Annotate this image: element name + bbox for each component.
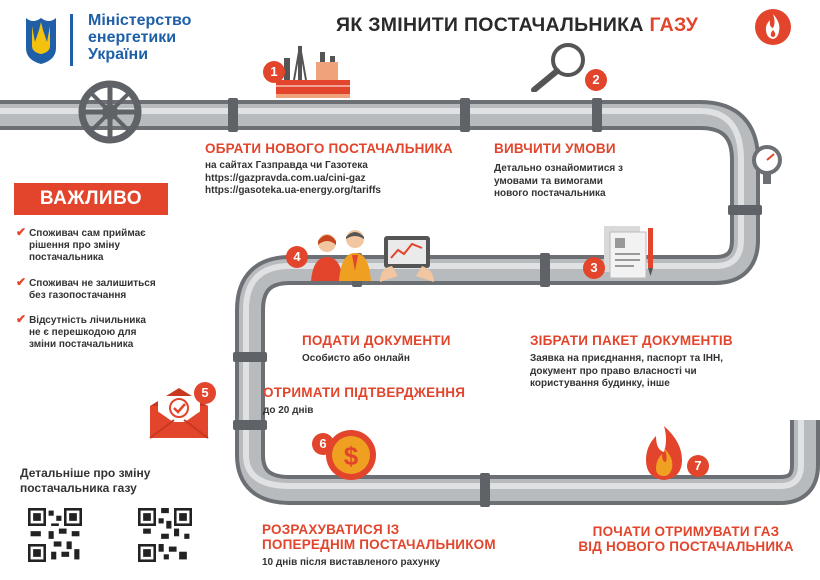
step-4-body: Особисто або онлайн — [302, 353, 410, 364]
step-6-number: 6 — [312, 433, 334, 455]
qr-code-icon[interactable] — [138, 508, 192, 562]
step-6-title-line-1: РОЗРАХУВАТИСЯ ІЗ — [262, 522, 400, 537]
ministry-name: Міністерство енергетики України — [88, 12, 191, 63]
flame-icon — [755, 9, 791, 45]
step-4-title: ПОДАТИ ДОКУМЕНТИ — [302, 333, 451, 348]
step-4-number: 4 — [286, 246, 308, 268]
step-3-line-1: Заявка на приєднання, паспорт та ІНН, — [530, 353, 723, 364]
step-3-title: ЗІБРАТИ ПАКЕТ ДОКУМЕНТІВ — [530, 333, 733, 348]
step-5-number: 5 — [194, 382, 216, 404]
qr-code-icon[interactable] — [28, 508, 82, 562]
step-2-number: 2 — [585, 69, 607, 91]
dollar-coin-icon: $ — [326, 430, 376, 480]
step-1-link-gasoteka[interactable]: https://gasoteka.ua-energy.org/tariffs — [205, 185, 381, 196]
step-2-line-1: Детально ознайомитися з — [494, 163, 623, 174]
step-5-title: ОТРИМАТИ ПІДТВЕРДЖЕННЯ — [263, 385, 466, 400]
ministry-line-2: енергетики — [88, 29, 177, 46]
step-1-body: на сайтах Газправда чи Газотека https://… — [205, 160, 381, 198]
step-1-line-1: на сайтах Газправда чи Газотека — [205, 160, 368, 171]
step-3-line-2: документ про право власності чи — [530, 365, 697, 377]
trident-emblem-icon — [26, 18, 56, 64]
documents-pen-icon — [604, 226, 653, 279]
step-1-link-gazpravda[interactable]: https://gazpravda.com.ua/cini-gaz — [205, 172, 366, 184]
step-6-body: 10 днів після виставленого рахунку — [262, 557, 441, 568]
ministry-divider — [70, 14, 73, 66]
page-title-main: ЯК ЗМІНИТИ ПОСТАЧАЛЬНИКА — [336, 14, 644, 36]
step-7-title: ПОЧАТИ ОТРИМУВАТИ ГАЗ ВІД НОВОГО ПОСТАЧА… — [566, 524, 806, 554]
step-1-title: ОБРАТИ НОВОГО ПОСТАЧАЛЬНИКА — [205, 141, 453, 156]
more-info-line-2: постачальника газу — [20, 481, 137, 495]
step-3-body: Заявка на приєднання, паспорт та ІНН, до… — [530, 353, 723, 391]
step-7-title-line-2: ВІД НОВОГО ПОСТАЧАЛЬНИКА — [578, 539, 794, 554]
step-7-number: 7 — [687, 455, 709, 477]
step-2-line-2: умовами та вимогами — [494, 175, 603, 187]
ministry-line-1: Міністерство — [88, 12, 192, 29]
pressure-gauge-icon — [752, 145, 782, 184]
ministry-line-3: України — [88, 46, 149, 63]
step-2-line-3: нового постачальника — [494, 188, 606, 199]
more-info-line-1: Детальніше про зміну — [20, 466, 151, 480]
important-item-3: ✔Відсутність лічильника не є перешкодою … — [16, 312, 146, 350]
page-title-highlight: ГАЗУ — [649, 14, 699, 36]
check-icon: ✔ — [16, 225, 27, 239]
step-5-body: до 20 днів — [263, 405, 314, 416]
important-item-2: ✔Споживач не залишиться без газопостачан… — [16, 275, 156, 301]
valve-wheel-icon — [78, 80, 142, 144]
tablet-hands-icon — [380, 236, 434, 282]
step-3-number: 3 — [583, 257, 605, 279]
step-1-number: 1 — [263, 61, 285, 83]
step-2-title: ВИВЧИТИ УМОВИ — [494, 141, 616, 156]
people-icon — [311, 230, 371, 281]
gas-plant-icon — [276, 45, 350, 98]
step-2-body: Детально ознайомитися з умовами та вимог… — [494, 163, 623, 201]
step-3-line-3: користування будинку, інше — [530, 378, 670, 389]
step-6-title-line-2: ПОПЕРЕДНІМ ПОСТАЧАЛЬНИКОМ — [262, 537, 496, 552]
more-info-text: Детальніше про зміну постачальника газу — [20, 466, 150, 496]
magnifier-icon — [531, 43, 585, 92]
check-icon: ✔ — [16, 312, 27, 326]
page-title: ЯК ЗМІНИТИ ПОСТАЧАЛЬНИКА ГАЗУ — [336, 14, 698, 37]
envelope-check-icon — [149, 388, 209, 439]
check-icon: ✔ — [16, 275, 27, 289]
step-6-title: РОЗРАХУВАТИСЯ ІЗ ПОПЕРЕДНІМ ПОСТАЧАЛЬНИК… — [262, 522, 496, 552]
svg-text:$: $ — [344, 441, 359, 471]
important-heading: ВАЖЛИВО — [14, 183, 168, 215]
fire-icon — [646, 426, 682, 480]
important-item-1: ✔Споживач сам приймає рішення про зміну … — [16, 225, 146, 263]
step-7-title-line-1: ПОЧАТИ ОТРИМУВАТИ ГАЗ — [592, 524, 780, 539]
